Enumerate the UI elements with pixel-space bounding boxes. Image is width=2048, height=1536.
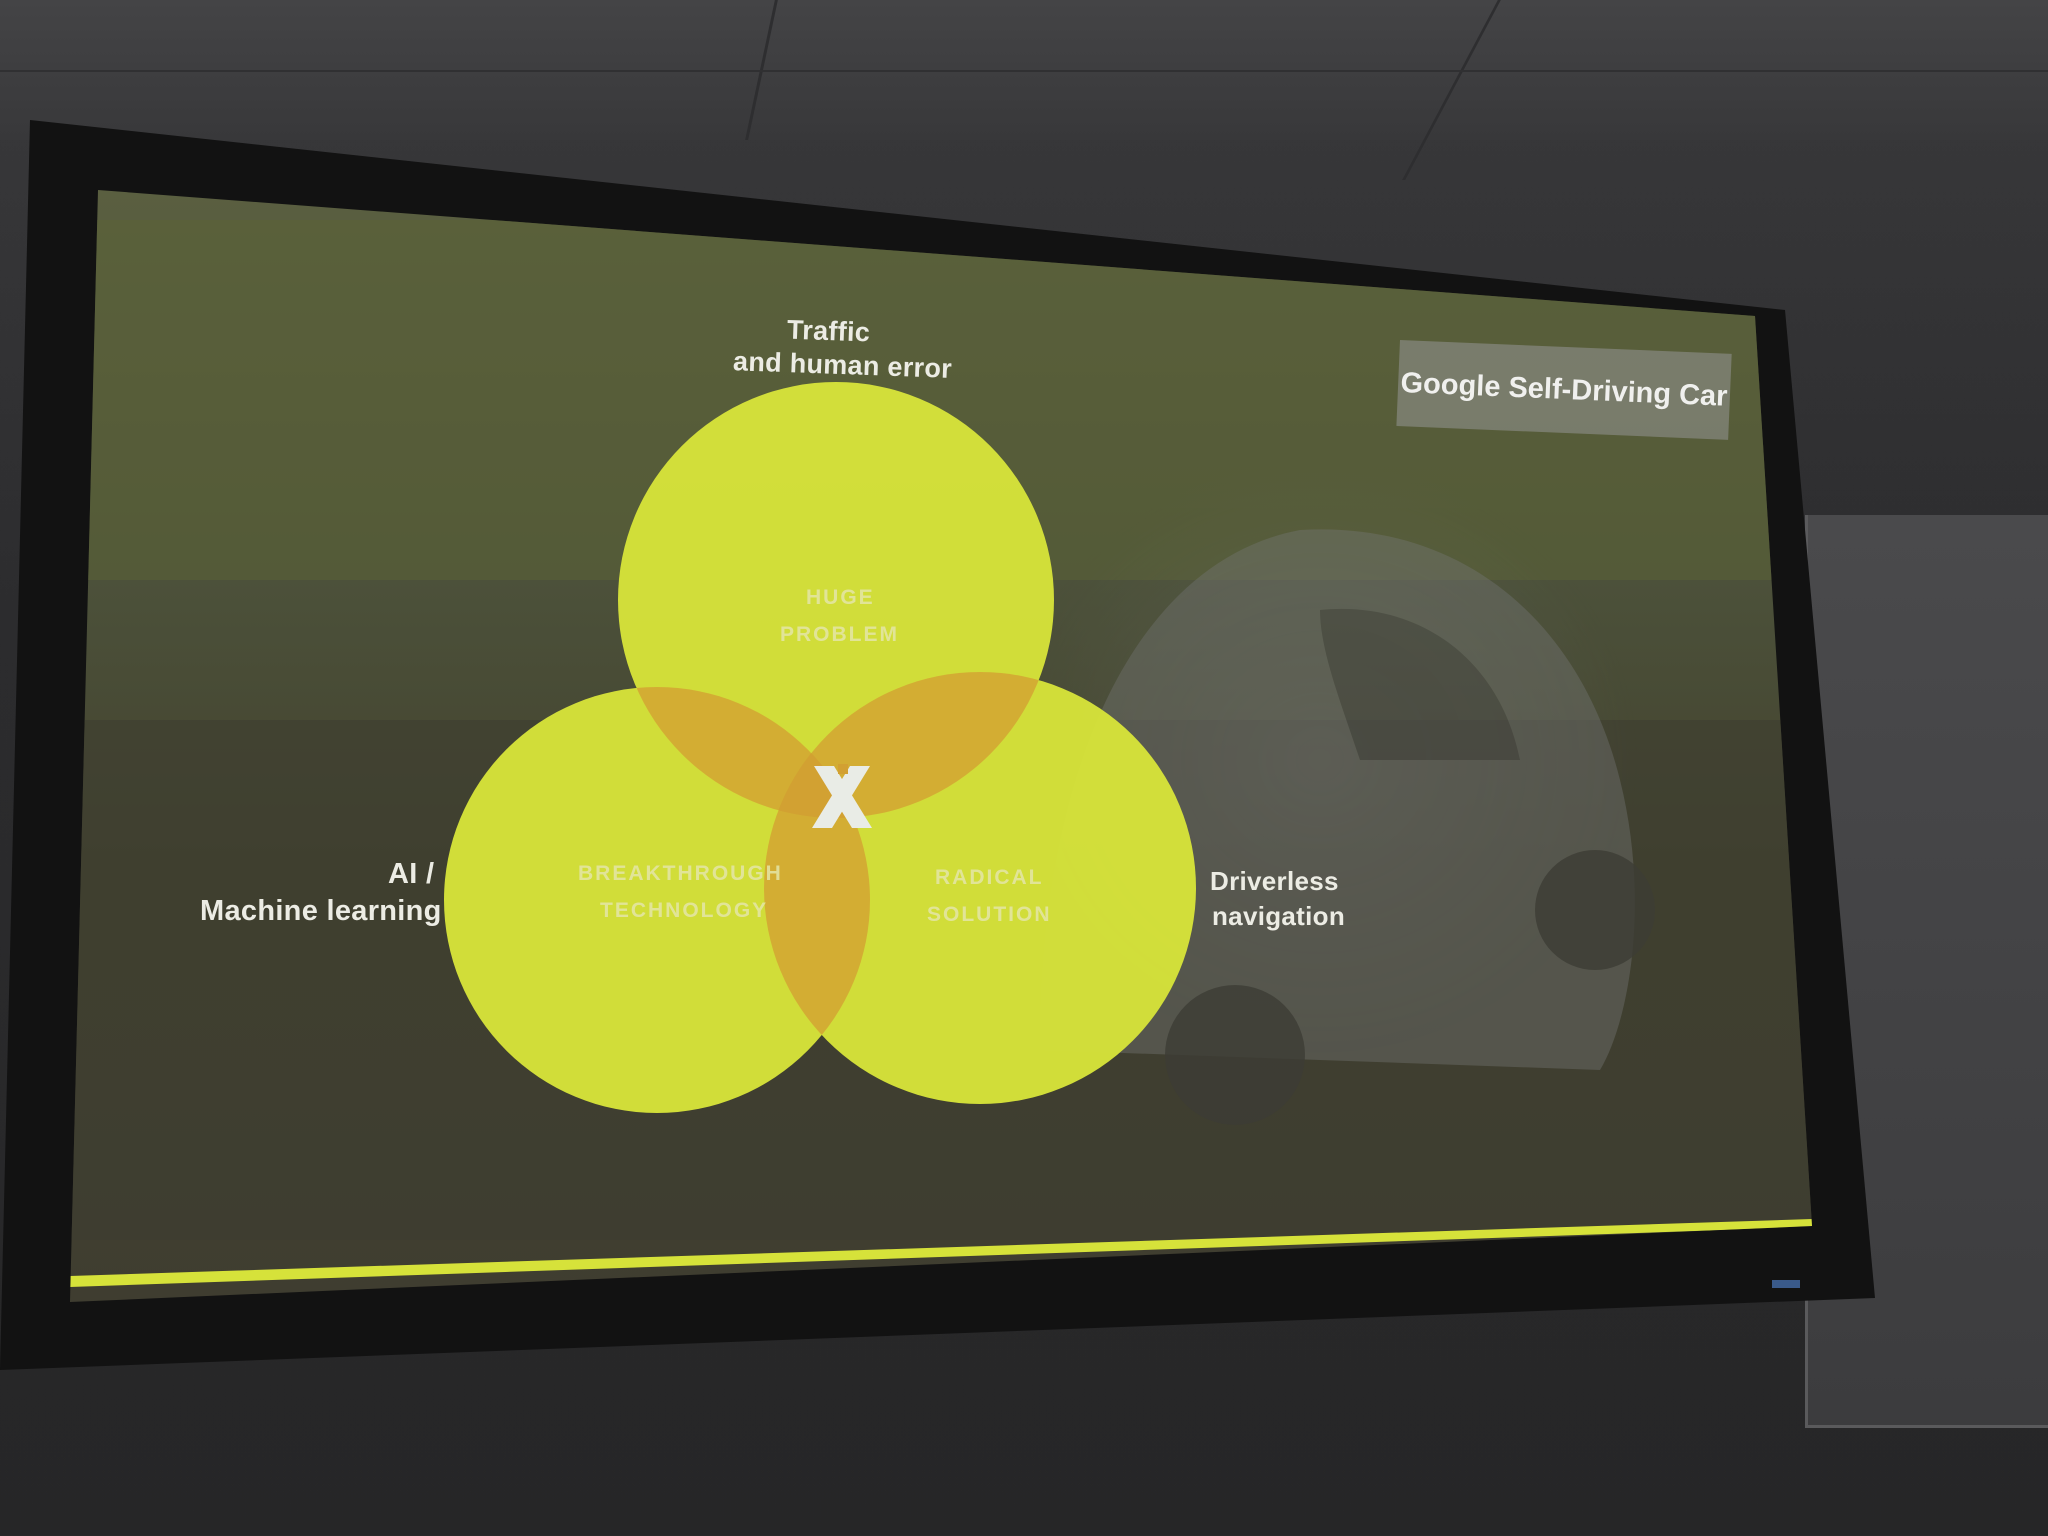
- venn-label-top-line2: PROBLEM: [780, 623, 899, 646]
- brand-label-box: Google Self-Driving Car: [1396, 340, 1732, 440]
- venn-label-right-line2: SOLUTION: [927, 903, 1052, 926]
- top-label-line2: and human error: [732, 346, 953, 384]
- venn-label-left-line2: TECHNOLOGY: [600, 899, 769, 922]
- right-label-line1: Driverless: [1210, 866, 1339, 896]
- brand-label: Google Self-Driving Car: [1399, 366, 1729, 413]
- left-label-line2: Machine learning: [200, 895, 442, 927]
- left-label-line1: AI /: [388, 858, 435, 890]
- ceiling-seam: [0, 70, 2048, 72]
- venn-label-left-line1: BREAKTHROUGH: [578, 862, 783, 885]
- venn-overlap-top-right: [764, 672, 1054, 818]
- right-label-line2: navigation: [1212, 901, 1346, 931]
- top-label-line1: Traffic: [786, 314, 871, 348]
- slide-accent-line: [70, 1219, 1812, 1287]
- x-logo-icon: [812, 764, 872, 828]
- venn-label-right-line1: RADICAL: [935, 866, 1044, 889]
- screen-indicator: [1772, 1280, 1800, 1288]
- venn-diagram: [444, 382, 1196, 1113]
- venn-overlap-top-left: [618, 687, 870, 818]
- venn-label-top-line1: HUGE: [806, 586, 875, 609]
